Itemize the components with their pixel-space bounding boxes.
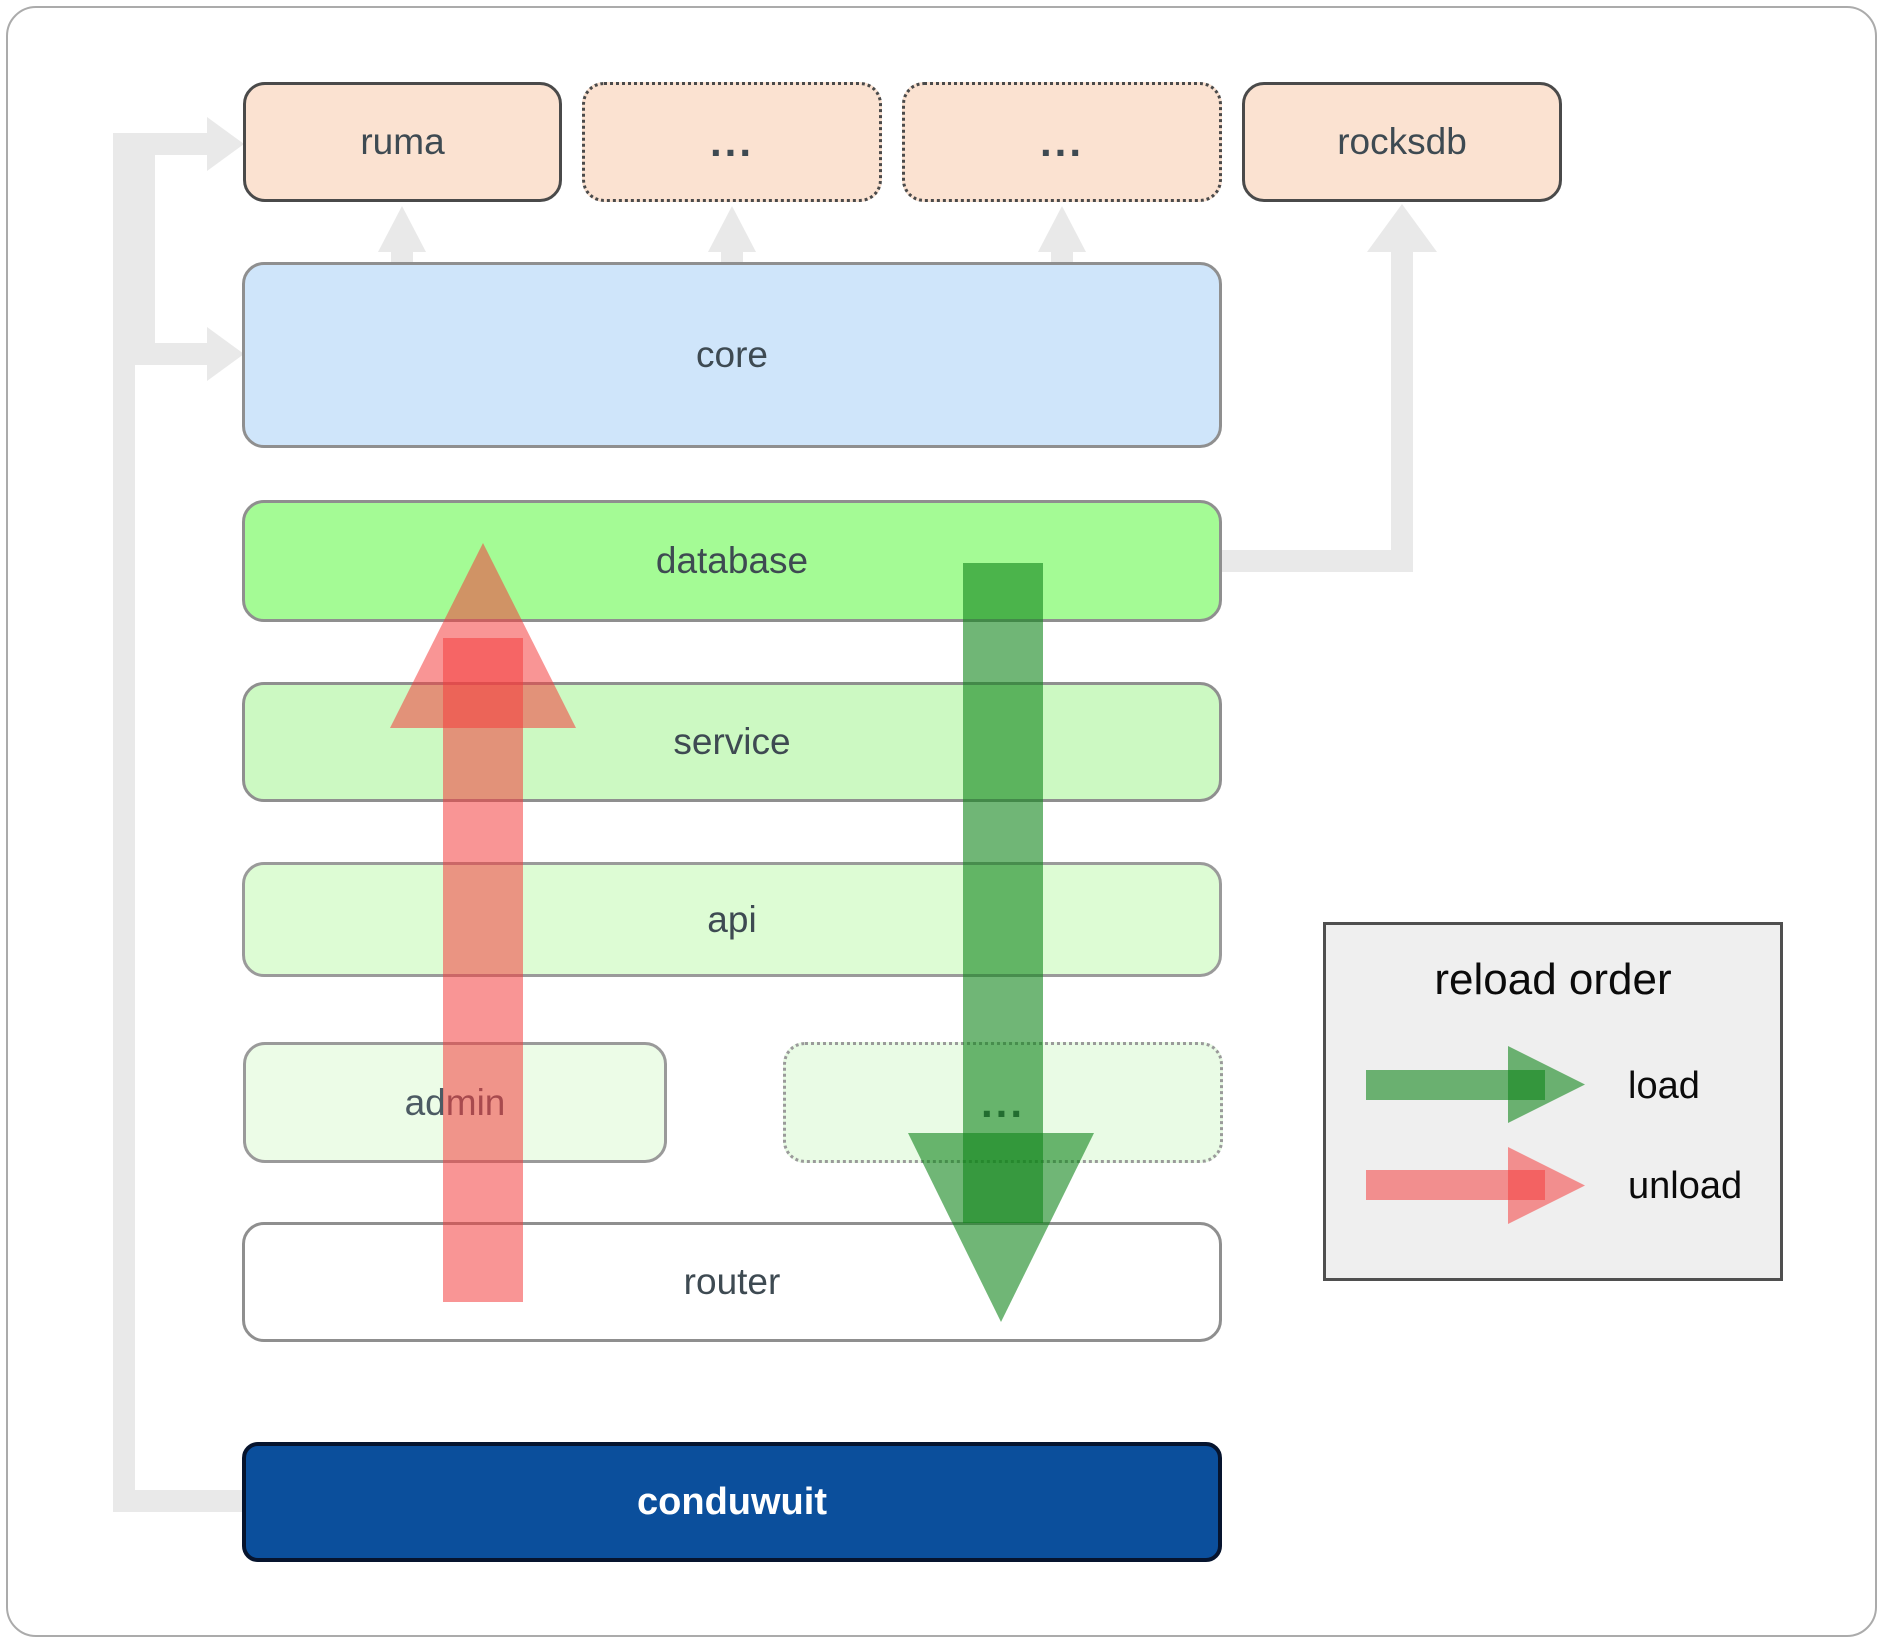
node-rocksdb: rocksdb bbox=[1242, 82, 1562, 202]
connector-database-horizontal bbox=[1222, 550, 1413, 572]
connector-to-ruma bbox=[113, 133, 207, 155]
core-to-ruma-arrowhead-icon bbox=[378, 206, 426, 252]
layer-conduwuit-label: conduwuit bbox=[637, 1480, 827, 1523]
node-ruma-label: ruma bbox=[360, 121, 445, 162]
load-arrow-shaft bbox=[963, 563, 1043, 1223]
layer-service-label: service bbox=[673, 721, 791, 762]
connector-to-core bbox=[133, 343, 207, 365]
layer-core-label: core bbox=[696, 334, 768, 375]
layer-database-label: database bbox=[655, 540, 809, 581]
connector-conduwuit-vertical bbox=[113, 133, 135, 1512]
connector-from-conduwuit bbox=[113, 1490, 242, 1512]
node-rocksdb-label: rocksdb bbox=[1337, 121, 1467, 162]
layer-service: service bbox=[242, 682, 1222, 802]
node-ellipsis-1-label: ... bbox=[709, 118, 754, 165]
legend-title: reload order bbox=[1434, 955, 1672, 1004]
core-to-ellipsis2-arrowhead-icon bbox=[1038, 206, 1086, 252]
unload-arrow-shaft bbox=[443, 638, 523, 1302]
arrowhead-into-rocksdb-icon bbox=[1367, 204, 1437, 252]
node-ellipsis-1: ... bbox=[582, 82, 882, 202]
layer-api-label: api bbox=[707, 898, 757, 940]
layer-core: core bbox=[242, 262, 1222, 448]
layer-router-label: router bbox=[683, 1261, 781, 1302]
layer-api: api bbox=[242, 862, 1222, 977]
core-to-ellipsis1-arrowhead-icon bbox=[708, 206, 756, 252]
layer-database: database bbox=[242, 500, 1222, 622]
arrowhead-into-ruma-icon bbox=[207, 117, 244, 171]
legend-unload-arrowhead-icon bbox=[1508, 1147, 1585, 1224]
arrowhead-into-core-icon bbox=[207, 327, 244, 381]
outer-frame bbox=[6, 6, 1877, 1637]
legend-unload-label: unload bbox=[1628, 1165, 1743, 1207]
connector-rocksdb-vertical bbox=[1391, 252, 1413, 572]
node-ruma: ruma bbox=[243, 82, 562, 202]
node-ellipsis-2: ... bbox=[902, 82, 1222, 202]
connector-core-branch-vertical bbox=[133, 133, 155, 365]
layer-router: router bbox=[242, 1222, 1222, 1342]
legend-reload-order: reload order load unload bbox=[1323, 922, 1783, 1281]
legend-load-label: load bbox=[1628, 1065, 1700, 1107]
node-ellipsis-2-label: ... bbox=[1039, 118, 1084, 165]
legend-load-arrowhead-icon bbox=[1508, 1046, 1585, 1123]
layer-conduwuit: conduwuit bbox=[242, 1442, 1222, 1562]
